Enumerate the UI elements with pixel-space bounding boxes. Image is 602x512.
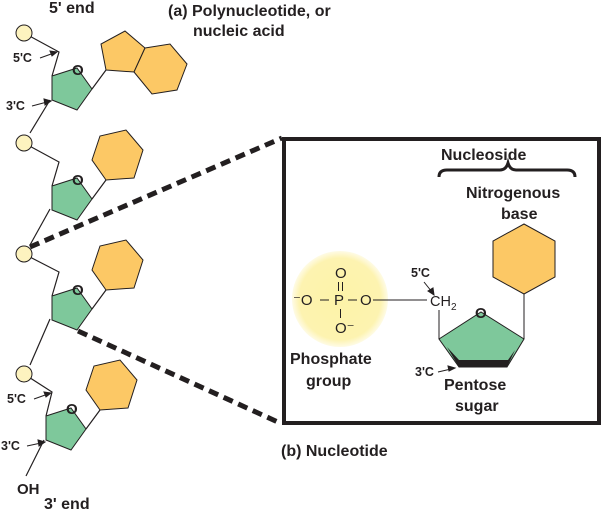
ring-oxygen-1: O: [72, 62, 84, 79]
phosphate-group-label-line2: group: [306, 373, 352, 390]
hydroxyl-label: OH: [17, 481, 40, 498]
pentose-sugar-2: [51, 177, 93, 221]
arrow-icon: [33, 391, 53, 400]
carbon-5-label-4: 5'C: [7, 392, 26, 406]
ring-oxygen: O: [475, 305, 487, 322]
phosphorus-atom: P: [334, 292, 344, 309]
phosphate-group-1: [15, 24, 33, 42]
phosphate-glow: [292, 251, 388, 347]
nitrogenous-base: [492, 223, 556, 295]
nucleoside-label: Nucleoside: [441, 147, 526, 164]
nucleoside-brace: [437, 157, 577, 178]
phosphate-left-oxygen: ⁻O: [293, 292, 313, 309]
ring-oxygen-4: O: [66, 401, 78, 418]
panel-a-title-line2: nucleic acid: [193, 23, 285, 40]
carbon-3-label: 3'C: [415, 365, 434, 379]
arrow-icon: [437, 365, 457, 373]
phosphate-group-2: [15, 134, 33, 152]
arrow-icon: [423, 281, 435, 297]
panel-b-title: (b) Nucleotide: [281, 443, 388, 460]
phosphate-group-label-line1: Phosphate: [290, 351, 372, 368]
phosphate-group-3: [15, 245, 33, 263]
ch2-label: CH2: [430, 294, 457, 313]
phosphate-group-4: [15, 365, 33, 383]
carbon-3-label-4: 3'C: [1, 439, 20, 453]
arrow-icon: [31, 98, 53, 107]
pentose-sugar-4: [45, 407, 87, 451]
nitrogenous-base-label-line1: Nitrogenous: [466, 185, 560, 202]
carbon-3-label-1: 3'C: [6, 99, 25, 113]
polynucleotide-strand: O O O O 5' end 5'C 3'C 5'C 3'C: [1, 0, 331, 512]
three-prime-end-label: 3' end: [44, 496, 90, 512]
sugar-phosphate-backbone: [23, 32, 107, 477]
pentose-sugar-label-line1: Pentose: [444, 377, 506, 394]
panel-a-title-line1: (a) Polynucleotide, or: [168, 3, 331, 20]
carbon-5-label: 5'C: [411, 266, 430, 280]
carbon-5-label-1: 5'C: [13, 51, 32, 65]
ring-oxygen-3: O: [72, 282, 84, 299]
pentose-sugar: [438, 311, 525, 368]
purine-base-1: [100, 30, 188, 95]
five-prime-end-label: 5' end: [49, 0, 95, 17]
nucleotide-detail-panel: O ⁻O P O O⁻ CH2 5'C O 3': [282, 137, 601, 425]
pyrimidine-base-4: [85, 359, 138, 411]
nitrogenous-base-label-line2: base: [501, 206, 538, 223]
pentose-sugar-label-line2: sugar: [455, 398, 499, 415]
pentose-sugar-1: [51, 67, 93, 111]
arrow-icon: [39, 50, 59, 59]
zoom-callout-lines: [29, 135, 283, 426]
sugar-bold-edge: [447, 347, 515, 367]
ring-oxygen-2: O: [72, 172, 84, 189]
phosphate-formula: O ⁻O P O O⁻: [293, 265, 372, 337]
pyrimidine-base-3: [91, 239, 144, 291]
pentose-sugar-3: [51, 287, 93, 331]
phosphate-bottom-oxygen: O⁻: [335, 320, 355, 337]
phosphate-right-oxygen: O: [360, 292, 372, 309]
pyrimidine-base-2: [91, 129, 144, 181]
phosphate-top-oxygen: O: [335, 265, 347, 282]
arrow-icon: [26, 439, 47, 447]
